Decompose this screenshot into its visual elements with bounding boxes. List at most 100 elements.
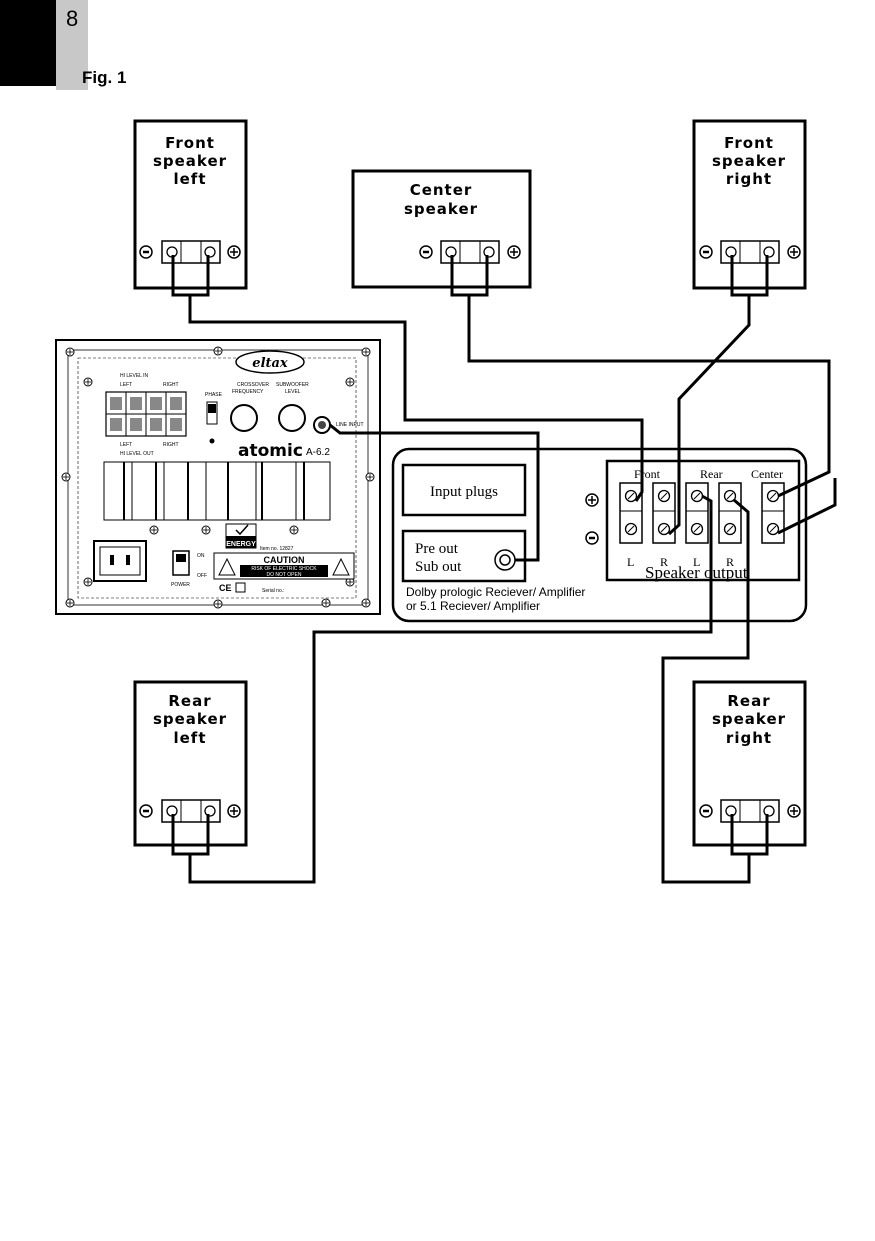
serial-label: Serial no.: <box>262 588 285 594</box>
line-input-label: LINE INPUT <box>336 422 364 428</box>
rear-col-label: Rear <box>700 467 723 481</box>
caution-label: CAUTION RISK OF ELECTRIC SHOCK DO NOT OP… <box>213 552 355 580</box>
rear-left-speaker: Rear speaker left <box>133 680 248 847</box>
right-out-label: RIGHT <box>163 442 179 448</box>
front-right-wire <box>667 295 751 536</box>
rear-right-wire <box>661 498 751 884</box>
minus-icon <box>138 244 154 260</box>
front-col-label: Front <box>634 467 661 481</box>
terminal-block <box>161 240 221 264</box>
rear-right-title-1: Rear <box>727 692 770 710</box>
plus-icon <box>227 804 241 818</box>
page-corner-black <box>0 0 56 86</box>
minus-icon <box>418 244 434 260</box>
receiver-panel: Input plugs Pre out Sub out Dolby prolog… <box>391 447 808 623</box>
terminal-block <box>720 240 780 264</box>
minus-icon <box>584 530 600 546</box>
terminal-block <box>720 799 780 823</box>
r2-label: R <box>726 555 734 569</box>
rear-right-jack <box>718 482 742 544</box>
center-jack <box>761 482 785 544</box>
hi-level-terminals <box>105 391 187 437</box>
front-left-title-3: left <box>173 170 206 188</box>
right-in-label: RIGHT <box>163 382 179 388</box>
level-knob <box>278 404 306 432</box>
minus-icon <box>698 244 714 260</box>
subwoofer-label: SUBWOOFER <box>276 382 309 388</box>
front-left-title-2: speaker <box>153 152 227 170</box>
front-right-speaker: Front speaker right <box>692 119 807 290</box>
minus-icon <box>698 803 714 819</box>
rear-left-title-2: speaker <box>153 710 227 728</box>
center-wire-minus <box>777 478 837 535</box>
plus-icon <box>227 245 241 259</box>
plus-icon <box>507 245 521 259</box>
center-wire-plus <box>467 295 831 498</box>
front-left-jack <box>619 482 643 544</box>
page-corner-grey <box>56 0 88 90</box>
energy-label: ENERGY <box>226 541 256 548</box>
minus-icon <box>138 803 154 819</box>
item-number: Item no. 12827 <box>260 546 294 552</box>
model-number: A-6.2 <box>306 447 330 458</box>
rear-left-title-3: left <box>173 729 206 747</box>
speaker-output-label: Speaker output <box>645 563 748 582</box>
l1-label: L <box>627 555 634 569</box>
front-right-title-3: right <box>726 170 772 188</box>
sub-out-wire <box>329 423 540 562</box>
center-title-1: Center <box>410 181 473 199</box>
hi-level-out-label: HI LEVEL OUT <box>120 451 154 457</box>
receiver-desc-2: or 5.1 Reciever/ Amplifier <box>406 599 540 613</box>
level-label: LEVEL <box>285 389 301 395</box>
crossover-knob <box>230 404 258 432</box>
page-number: 8 <box>66 6 79 31</box>
frequency-label: FREQUENCY <box>232 389 264 395</box>
input-plugs-label: Input plugs <box>430 484 498 500</box>
front-left-wire <box>188 295 644 502</box>
plus-icon <box>787 245 801 259</box>
subwoofer-panel: eltax HI LEVEL IN LEFT RIGHT LEFT RIGHT … <box>55 339 381 615</box>
atomic-logo: atomic <box>238 441 303 461</box>
center-col-label: Center <box>751 467 783 481</box>
sub-out-label: Sub out <box>415 559 462 575</box>
rear-right-speaker: Rear speaker right <box>692 680 807 847</box>
front-right-title-2: speaker <box>712 152 786 170</box>
crossover-label: CROSSOVER <box>237 382 269 388</box>
caution-title: CAUTION <box>264 555 305 565</box>
wiring <box>171 255 837 884</box>
left-in-label: LEFT <box>120 382 132 388</box>
front-right-title-1: Front <box>724 134 774 152</box>
eltax-logo: eltax <box>252 356 288 371</box>
l2-label: L <box>693 555 700 569</box>
center-speaker: Center speaker <box>351 169 532 289</box>
caution-sub-2: DO NOT OPEN <box>267 572 302 578</box>
left-out-label: LEFT <box>120 442 132 448</box>
power-label: POWER <box>171 582 190 588</box>
front-left-speaker: Front speaker left <box>133 119 248 290</box>
front-left-title-1: Front <box>165 134 215 152</box>
r1-label: R <box>660 555 668 569</box>
terminal-block <box>440 240 500 264</box>
phase-label: PHASE <box>205 392 223 398</box>
heat-sink <box>103 461 331 521</box>
pre-out-label: Pre out <box>415 541 459 557</box>
rear-left-jack <box>685 482 709 544</box>
center-title-2: speaker <box>404 200 478 218</box>
ce-mark: CE <box>219 583 232 593</box>
power-socket <box>93 540 147 582</box>
plus-icon <box>585 493 599 507</box>
rear-right-title-2: speaker <box>712 710 786 728</box>
caution-sub-1: RISK OF ELECTRIC SHOCK <box>251 566 317 572</box>
off-label: OFF <box>197 573 207 579</box>
front-right-jack <box>652 482 676 544</box>
hi-level-in-label: HI LEVEL IN <box>120 373 149 379</box>
receiver-desc-1: Dolby prologic Reciever/ Amplifier <box>406 585 585 599</box>
input-plugs-box <box>401 463 527 517</box>
on-label: ON <box>197 553 205 559</box>
plus-icon <box>787 804 801 818</box>
rear-left-title-1: Rear <box>168 692 211 710</box>
rear-right-title-3: right <box>726 729 772 747</box>
figure-label: Fig. 1 <box>82 68 127 87</box>
rear-left-wire <box>188 494 713 884</box>
